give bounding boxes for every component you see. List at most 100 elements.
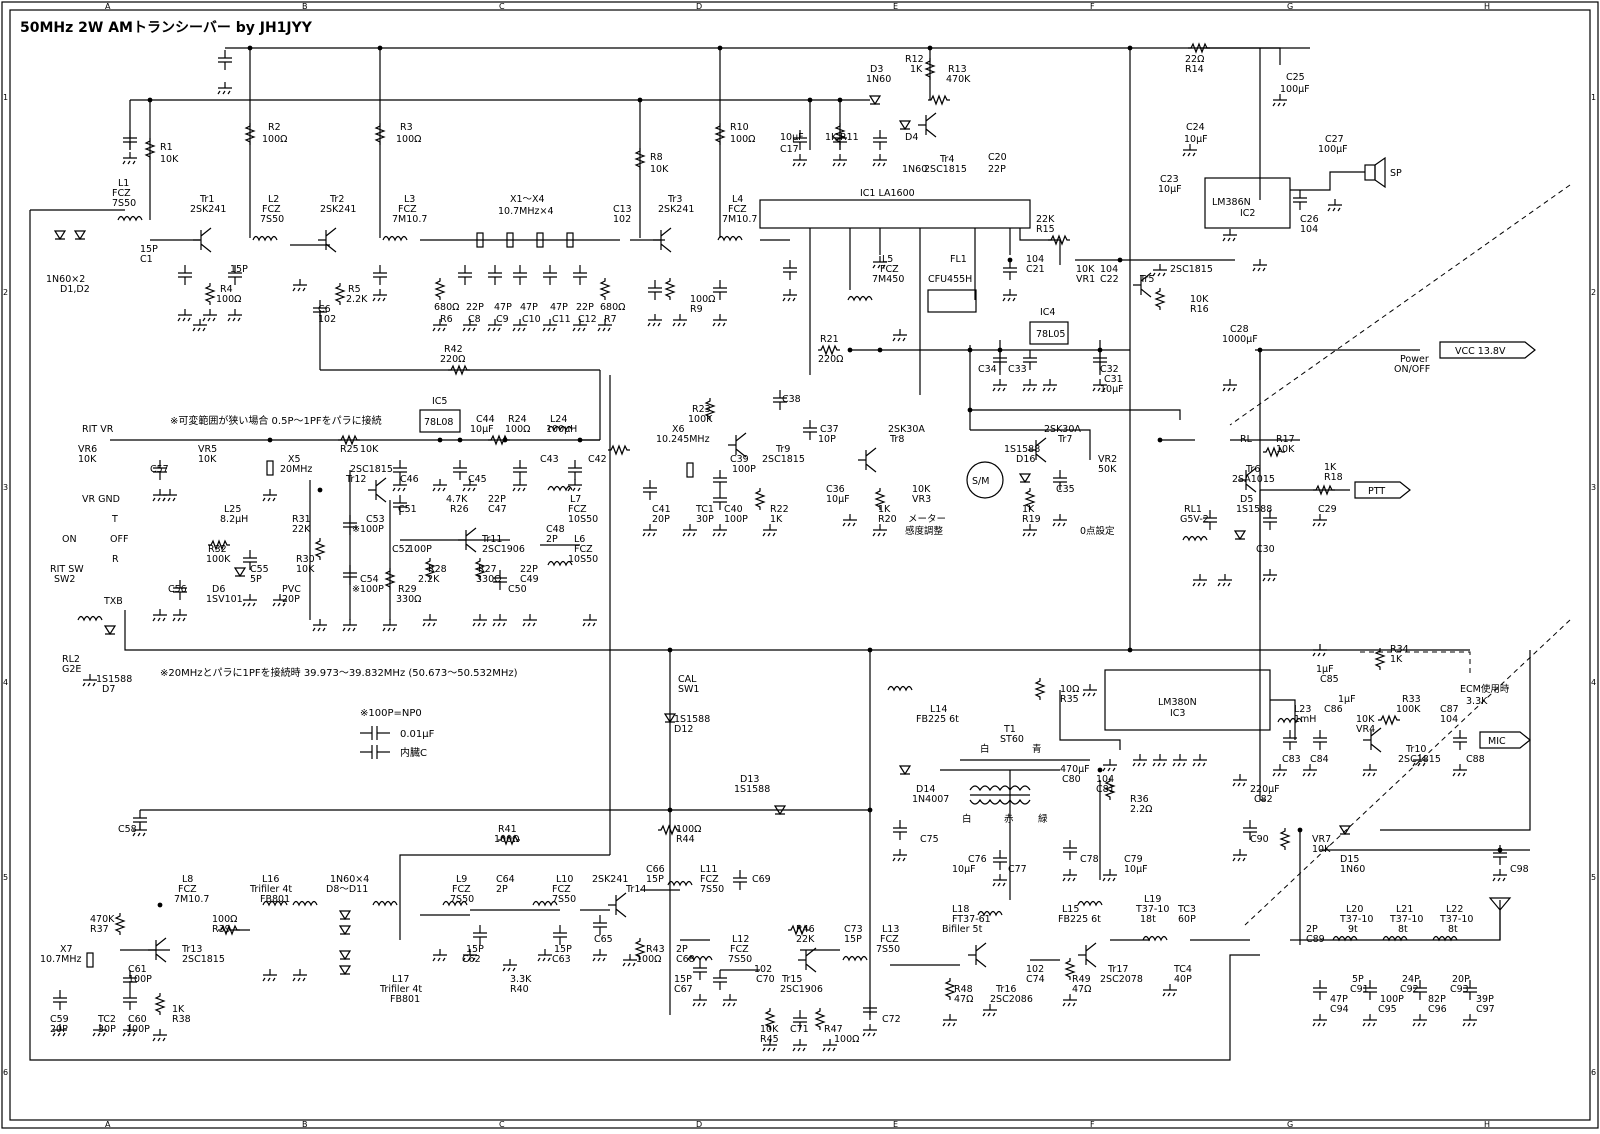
label-l3t: 7M10.7: [392, 214, 427, 225]
signal-meter-label: S/M: [972, 476, 989, 487]
ground-symbol-83: [537, 949, 552, 962]
label-r42: R42: [444, 344, 463, 355]
ground-symbol-105: [1232, 774, 1247, 787]
label-c76: C76: [968, 854, 987, 865]
label-c31v: 10μF: [1100, 384, 1124, 395]
label-r22: R22: [770, 504, 789, 515]
label-r16v: 10K: [1190, 294, 1209, 305]
label-r28: R28: [428, 564, 447, 575]
capacitor-symbol-11: [648, 280, 662, 300]
coil-symbol-22: [547, 425, 573, 432]
ic4-label: 78L05: [1036, 329, 1065, 340]
junction-dot-9: [1007, 257, 1013, 263]
label-r38: 1K: [172, 1004, 185, 1015]
label-rl: RL: [1240, 434, 1253, 445]
label-r31: R31: [292, 514, 311, 525]
label-l9: L9: [456, 874, 467, 885]
grid-row-right-3: 3: [1591, 483, 1596, 492]
label-rl1: RL1: [1184, 504, 1202, 515]
label-c58: C58: [118, 824, 137, 835]
ground-symbol-6: [372, 289, 387, 302]
crystal-symbol-0: [476, 232, 484, 248]
label-c21: C21: [1026, 264, 1045, 275]
ground-symbol-110: [1452, 764, 1467, 777]
inner-frame: [9, 9, 1591, 1121]
label-r1: R1: [160, 142, 173, 153]
label-c11: C11: [552, 314, 571, 325]
ground-symbol-74: [52, 1024, 67, 1037]
label-c40v: 100P: [724, 514, 748, 525]
diode-symbol-1: [73, 230, 87, 241]
label-l15: L15: [1062, 904, 1079, 915]
ic5-ref: IC5: [432, 396, 447, 407]
ground-symbol-81: [462, 949, 477, 962]
label-tr3t: 2SK241: [658, 204, 694, 215]
transistor-symbol-7: [1028, 437, 1047, 463]
ground-symbol-60: [242, 594, 257, 607]
grid-row-right-6: 6: [1591, 1068, 1596, 1077]
label-r8: R8: [650, 152, 663, 163]
label-vr2: VR2: [1098, 454, 1117, 465]
label-l4v: FCZ: [728, 204, 747, 215]
label-c67t: C67: [674, 984, 693, 995]
label-c13v: 102: [613, 214, 631, 225]
label-l16: L16: [262, 874, 279, 885]
resistor-symbol-12: [1154, 288, 1166, 310]
label-tr10: Tr10: [1405, 744, 1426, 755]
capacitor-symbol-37: [133, 810, 147, 830]
label-r9: R9: [690, 304, 703, 315]
capacitor-symbol-62: [873, 130, 887, 150]
label-r23: R23: [692, 404, 711, 415]
label-l13v: FCZ: [880, 934, 899, 945]
ground-symbol-48: [872, 524, 887, 537]
ground-symbol-15: [672, 314, 687, 327]
grid-col-bottom-E: E: [893, 1120, 898, 1129]
ground-symbol-10: [512, 319, 527, 332]
label-r40t: R40: [510, 984, 529, 995]
label-c72: C72: [882, 1014, 901, 1025]
label-d1t: D1,D2: [60, 284, 90, 295]
label-c82: 220μF: [1250, 784, 1280, 795]
label-r12: R12: [905, 54, 924, 65]
ground-symbol-0: [217, 82, 232, 95]
label-r44t: R44: [676, 834, 695, 845]
label-rl2t: G2E: [62, 664, 81, 675]
coil-symbol-2: [382, 235, 408, 242]
label-vr5v: 10K: [198, 454, 217, 465]
label-tc1: TC1: [695, 504, 714, 515]
diode-symbol-6: [898, 765, 912, 776]
label-tr4: Tr4: [939, 154, 954, 165]
junction-dot-20: [502, 437, 508, 443]
label-l14v: FB225 6t: [916, 714, 959, 725]
label-blue: 青: [1032, 743, 1042, 755]
coil-symbol-23: [77, 615, 103, 622]
label-c60: C60: [128, 1014, 147, 1025]
label-r42v: 220Ω: [440, 354, 465, 365]
ground-symbol-33: [1152, 264, 1167, 277]
resistor-symbol-22: [1104, 778, 1116, 800]
ground-symbol-63: [1217, 574, 1232, 587]
label-c10v: 47P: [520, 302, 538, 313]
label-c60v: 100P: [126, 1024, 150, 1035]
label-rl1t: G5V-2: [1180, 514, 1209, 525]
ground-symbol-23: [1327, 199, 1342, 212]
ground-symbol-114: [192, 319, 207, 332]
resistor-symbol-5: [924, 58, 936, 80]
label-tr14: 2SK241: [592, 874, 628, 885]
label-d14v: 1N4007: [912, 794, 949, 805]
ground-symbol-75: [92, 1024, 107, 1037]
label-r48: R48: [954, 984, 973, 995]
capacitor-symbol-49: [693, 960, 707, 980]
label-l24v: 100μH: [546, 424, 577, 435]
label-c41v: 20P: [652, 514, 670, 525]
ground-symbol-80: [432, 949, 447, 962]
label-c65: C65: [594, 934, 613, 945]
capacitor-symbol-30: [343, 515, 357, 535]
ground-symbol-72: [1232, 849, 1247, 862]
label-r19: R19: [1022, 514, 1041, 525]
ground-symbol-28: [872, 154, 887, 167]
ground-symbol-44: [682, 524, 697, 537]
label-r20v: 1K: [878, 504, 891, 515]
label-c41: C41: [652, 504, 671, 515]
grid-col-bottom-H: H: [1484, 1120, 1490, 1129]
